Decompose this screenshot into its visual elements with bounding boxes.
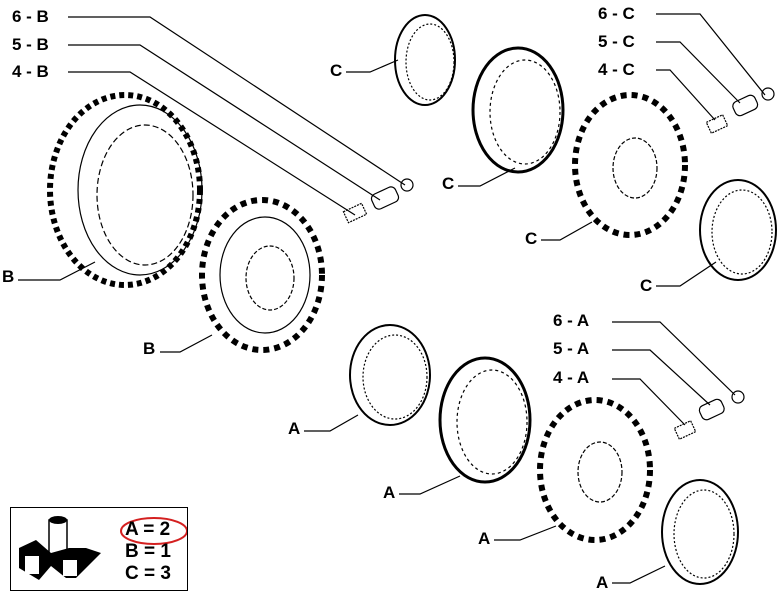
callout-5a: 5 - A	[553, 339, 590, 358]
ring-a2	[661, 479, 739, 585]
quantity-legend: A = 2 B = 1 C = 3	[10, 507, 188, 591]
callout-4b: 4 - B	[12, 62, 49, 81]
hub-c	[572, 92, 688, 238]
callout-b-sleeve: B	[2, 267, 15, 286]
ring-a1	[349, 324, 431, 426]
sleeve-b	[47, 92, 203, 288]
ring-c2	[699, 179, 777, 281]
callout-b-hub: B	[143, 339, 156, 358]
callout-4a: 4 - A	[553, 368, 590, 387]
legend-row-c: C = 3	[125, 563, 171, 584]
highlight-circle	[120, 517, 187, 545]
callout-6b: 6 - B	[12, 7, 49, 26]
callout-5b: 5 - B	[12, 35, 49, 54]
callout-c-ring2: C	[640, 276, 653, 295]
callout-c-sleeve: C	[442, 174, 455, 193]
spring-ball-a	[673, 390, 745, 441]
sleeve-a	[438, 356, 532, 484]
hub-a	[537, 397, 653, 543]
callout-6c: 6 - C	[598, 4, 635, 23]
legend-row-b: B = 1	[125, 541, 171, 562]
spring-ball-c	[705, 87, 775, 135]
callout-a-sleeve: A	[383, 483, 396, 502]
ring-c1	[394, 14, 456, 106]
callout-a-ring: A	[288, 419, 301, 438]
legend-row-a: A = 2	[125, 519, 171, 540]
callout-c-hub: C	[525, 229, 538, 248]
callout-4c: 4 - C	[598, 60, 635, 79]
leader-lines	[18, 13, 766, 584]
callout-a-hub: A	[478, 529, 491, 548]
callout-6a: 6 - A	[553, 311, 590, 330]
hub-b	[199, 197, 325, 353]
callout-5c: 5 - C	[598, 32, 635, 51]
parts-kit-icon	[19, 516, 101, 580]
sleeve-c	[471, 46, 565, 174]
spring-ball-b	[342, 178, 414, 224]
callout-a-ring2: A	[596, 573, 609, 592]
callout-c-ring: C	[330, 61, 343, 80]
